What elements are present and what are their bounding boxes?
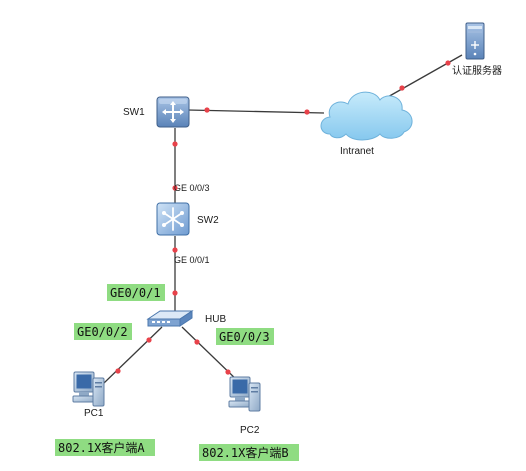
- annotation-hub-left: GE0/0/2: [74, 323, 132, 340]
- annotation-hub-up: GE0/0/1: [107, 284, 165, 301]
- annotation-hub-right-text: GE0/0/3: [219, 330, 270, 344]
- port-dot: [304, 109, 310, 115]
- switch-icon[interactable]: [156, 202, 190, 236]
- annotation-client-a: 802.1X客户端A: [55, 439, 155, 456]
- server-label: 认证服务器: [452, 64, 502, 77]
- hub-icon[interactable]: [146, 310, 194, 327]
- port-dot: [172, 247, 178, 253]
- port-dot: [399, 85, 405, 91]
- intranet-label: Intranet: [340, 146, 374, 157]
- link-intranet-server: [385, 54, 463, 99]
- cloud-icon: [320, 91, 413, 141]
- desktop-pc-icon[interactable]: [72, 371, 105, 407]
- port-dot: [204, 107, 210, 113]
- annotation-hub-left-text: GE0/0/2: [77, 325, 128, 339]
- port-dot: [445, 60, 451, 66]
- port-dot: [172, 141, 178, 147]
- port-dot: [172, 185, 178, 191]
- link-hub-pc1: [103, 326, 163, 384]
- port-dot: [225, 369, 231, 375]
- annotation-client-a-text: 802.1X客户端A: [58, 440, 145, 455]
- port-dots: [115, 60, 451, 375]
- sw2-label: SW2: [197, 215, 219, 226]
- router-icon[interactable]: [156, 96, 190, 128]
- port-dot: [146, 337, 152, 343]
- link-hub-pc2: [181, 326, 241, 384]
- link-sw1-intranet: [187, 109, 325, 114]
- port-dot: [194, 339, 200, 345]
- server-icon[interactable]: [465, 22, 485, 60]
- pc1-label: PC1: [84, 408, 104, 419]
- annotation-hub-up-text: GE0/0/1: [110, 286, 161, 300]
- port-dot: [172, 290, 178, 296]
- annotation-hub-right: GE0/0/3: [216, 328, 274, 345]
- annotation-client-b-text: 802.1X客户端B: [202, 445, 289, 460]
- hub-label: HUB: [205, 314, 226, 325]
- sw2-port-label: GE 0/0/1: [174, 255, 210, 265]
- pc2-label: PC2: [240, 425, 260, 436]
- sw1-label: SW1: [123, 107, 145, 118]
- sw1-port-label: GE 0/0/3: [174, 183, 210, 193]
- port-dot: [115, 368, 121, 374]
- desktop-pc-icon[interactable]: [228, 376, 261, 412]
- annotation-client-b: 802.1X客户端B: [199, 444, 299, 461]
